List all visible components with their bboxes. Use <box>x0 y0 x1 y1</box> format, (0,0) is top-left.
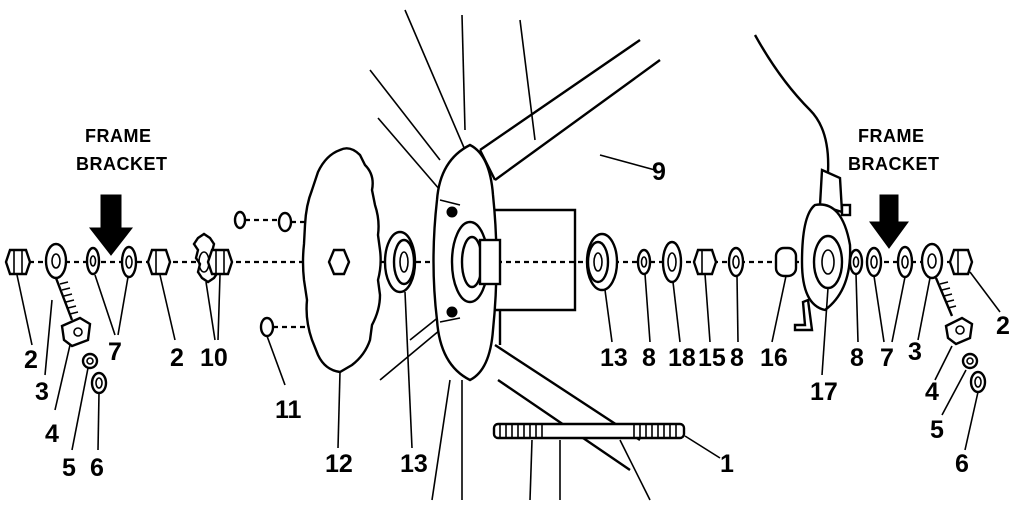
label-part-13-right: 13 <box>600 344 628 372</box>
label-part-2-center: 2 <box>170 344 184 372</box>
hub-assembly <box>432 39 661 471</box>
wheel-spokes <box>369 9 651 501</box>
label-part-1: 1 <box>720 450 734 478</box>
label-part-15: 15 <box>698 344 726 372</box>
washer-part-8a <box>636 248 652 276</box>
label-part-8-c: 8 <box>850 344 864 372</box>
label-part-12: 12 <box>325 450 353 478</box>
washer-part-7a-left <box>85 246 101 276</box>
washer-part-7b-left <box>120 245 138 279</box>
left-bracket-label: BRACKET <box>76 154 168 174</box>
washer-part-8b <box>727 246 745 278</box>
label-part-3-left: 3 <box>35 378 49 406</box>
label-part-8-b: 8 <box>730 344 744 372</box>
hex-nut-part-15 <box>692 248 718 276</box>
hex-nut-part-2-left <box>4 248 32 276</box>
label-part-4-right: 4 <box>925 378 939 406</box>
washer-part-8c <box>848 248 864 276</box>
clamp-part-4-left <box>60 316 92 348</box>
label-part-6-right: 6 <box>955 450 969 478</box>
label-part-4-left: 4 <box>45 420 59 448</box>
lock-washer-part-5-right <box>961 352 979 370</box>
lock-washer-part-5-left <box>81 352 99 370</box>
nut-part-6-left <box>90 371 108 395</box>
label-part-17: 17 <box>810 378 838 406</box>
label-part-10: 10 <box>200 344 228 372</box>
clamp-part-4-right <box>944 316 974 346</box>
washer-part-7a-right <box>865 246 883 278</box>
spacer-part-18 <box>661 240 683 284</box>
hex-nut-part-2-right <box>948 248 974 276</box>
right-bracket-label: BRACKET <box>848 154 940 174</box>
threaded-rod-part-1 <box>492 422 721 459</box>
right-frame-label: FRAME <box>858 126 925 146</box>
hex-nut-part-2-center-left <box>146 248 172 276</box>
right-frame-bracket-arrow <box>869 194 909 249</box>
label-part-8-a: 8 <box>642 344 656 372</box>
label-part-16: 16 <box>760 344 788 372</box>
label-part-6-left: 6 <box>90 454 104 482</box>
label-part-5-right: 5 <box>930 416 944 444</box>
bearing-part-13-right <box>585 232 619 292</box>
leader-lines <box>16 271 1001 451</box>
label-part-9: 9 <box>652 158 666 186</box>
label-part-7-left: 7 <box>108 338 122 366</box>
washer-part-7b-right <box>896 245 914 279</box>
label-part-2-right: 2 <box>996 312 1010 340</box>
eyebolt-part-3-right <box>920 242 957 317</box>
left-frame-bracket-arrow <box>88 194 134 256</box>
label-part-2-left: 2 <box>24 346 38 374</box>
label-part-7-right: 7 <box>880 344 894 372</box>
leader-line-9 <box>599 154 656 171</box>
label-part-5-left: 5 <box>62 454 76 482</box>
rivet-part-11-top-a <box>233 210 278 230</box>
label-part-3-right: 3 <box>908 338 922 366</box>
hex-nut-part-10 <box>206 248 234 276</box>
sensor-part-17 <box>753 34 852 332</box>
eyebolt-part-3-left <box>44 242 79 321</box>
left-frame-label: FRAME <box>85 126 152 146</box>
rivet-part-11-top-b <box>277 211 362 233</box>
label-part-13-left: 13 <box>400 450 428 478</box>
scalloped-disc-part-12 <box>301 147 382 374</box>
label-part-11: 11 <box>275 396 302 424</box>
label-part-18: 18 <box>668 344 696 372</box>
bushing-part-16 <box>774 246 798 278</box>
bearing-part-13-left <box>383 230 417 294</box>
nut-part-6-right <box>969 370 987 394</box>
